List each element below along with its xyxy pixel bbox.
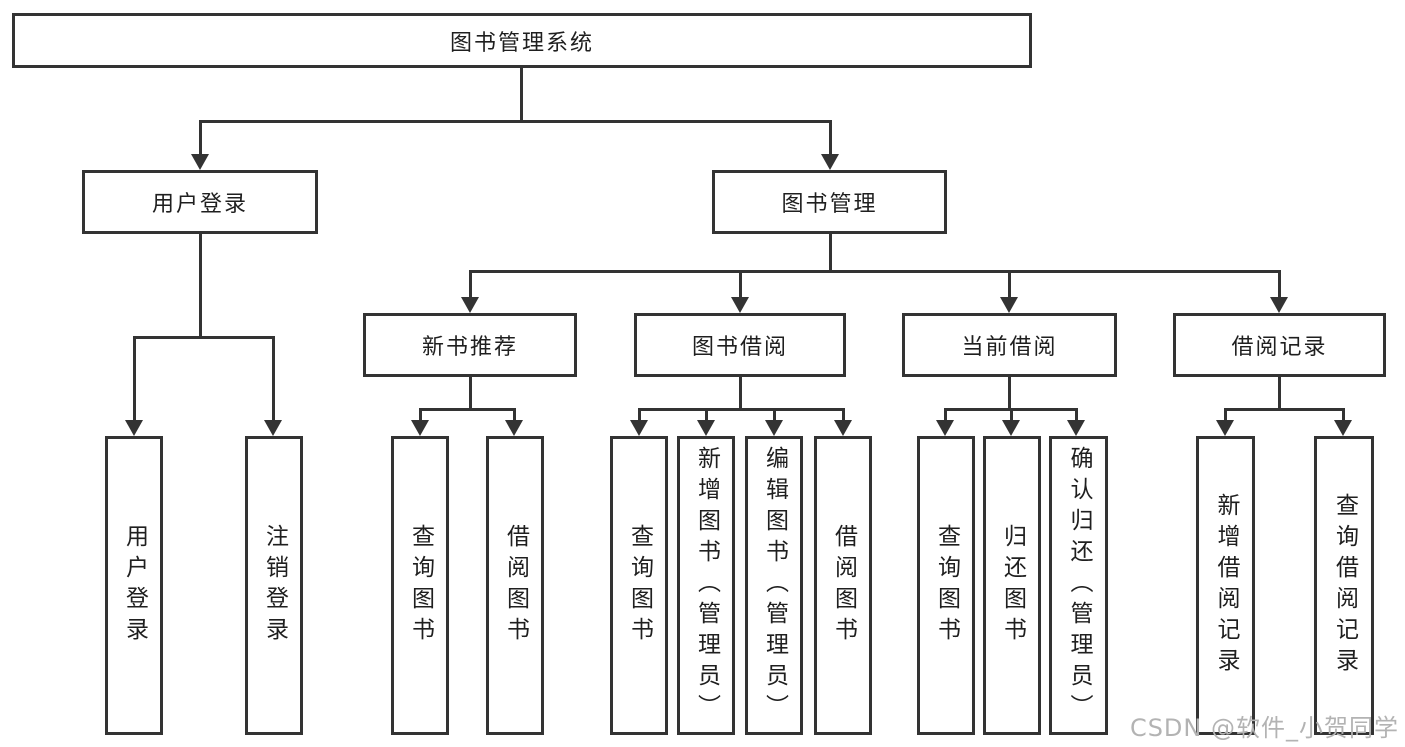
leaf-label: 查询借阅记录 <box>1331 492 1358 679</box>
arrow-down-icon <box>1067 420 1085 436</box>
node-book-borrowing: 图书借阅 <box>634 313 846 377</box>
leaf-query-books-borrowing: 查询图书 <box>610 436 668 735</box>
connector-user-login-stem <box>199 234 202 336</box>
arrow-down-icon <box>697 420 715 436</box>
connector-drop <box>272 336 275 422</box>
arrow-down-icon <box>630 420 648 436</box>
leaf-label: 查询图书 <box>407 523 434 648</box>
leaf-edit-books-admin: 编辑图书（管理员） <box>745 436 803 735</box>
leaf-label: 借阅图书 <box>502 523 529 648</box>
connector-user-login-drop <box>199 120 202 156</box>
leaf-label: 编辑图书（管理员） <box>761 446 788 725</box>
node-borrowing-records: 借阅记录 <box>1173 313 1386 377</box>
leaf-query-borrow-record: 查询借阅记录 <box>1314 436 1374 735</box>
leaf-borrow-books-borrowing: 借阅图书 <box>814 436 872 735</box>
node-label: 借阅记录 <box>1231 335 1328 360</box>
leaf-borrow-books-recommend: 借阅图书 <box>486 436 544 735</box>
leaf-label: 确认归还（管理员） <box>1066 446 1092 725</box>
arrow-down-icon <box>505 420 523 436</box>
node-book-management: 图书管理 <box>712 170 947 234</box>
leaf-label: 新增借阅记录 <box>1213 492 1239 679</box>
arrow-down-icon <box>765 420 783 436</box>
leaf-label: 归还图书 <box>999 523 1026 648</box>
node-current-borrowing: 当前借阅 <box>902 313 1117 377</box>
csdn-watermark: CSDN @软件_小贺同学 <box>1129 714 1399 742</box>
connector-drop <box>513 408 516 422</box>
node-label: 图书管理系统 <box>449 30 594 56</box>
node-label: 图书管理 <box>781 192 878 217</box>
arrow-down-icon <box>125 420 143 436</box>
connector-drop <box>1010 408 1013 422</box>
connector-book-mgmt-stem <box>829 234 832 270</box>
leaf-query-books-recommend: 查询图书 <box>391 436 449 735</box>
connector-user-login-rail <box>133 336 275 339</box>
arrow-down-icon <box>731 297 749 313</box>
connector-stem <box>1278 377 1281 408</box>
connector-book-mgmt-drop <box>829 120 832 156</box>
connector-drop <box>1278 270 1281 299</box>
connector-rail <box>638 408 845 411</box>
leaf-return-books: 归还图书 <box>983 436 1041 735</box>
arrow-down-icon <box>191 154 209 170</box>
leaf-label: 用户登录 <box>121 523 148 648</box>
leaf-logout: 注销登录 <box>245 436 303 735</box>
node-label: 新书推荐 <box>421 335 518 360</box>
connector-drop <box>1224 408 1227 422</box>
node-label: 当前借阅 <box>961 335 1058 360</box>
connector-drop <box>469 270 472 299</box>
connector-drop <box>705 408 708 422</box>
arrow-down-icon <box>1216 420 1234 436</box>
connector-drop <box>638 408 641 422</box>
arrow-down-icon <box>1334 420 1352 436</box>
arrow-down-icon <box>461 297 479 313</box>
node-user-login-branch: 用户登录 <box>82 170 318 234</box>
connector-drop <box>1075 408 1078 422</box>
arrow-down-icon <box>264 420 282 436</box>
connector-drop <box>1342 408 1345 422</box>
connector-stem <box>1008 377 1011 408</box>
connector-drop <box>842 408 845 422</box>
leaf-label: 查询图书 <box>626 523 653 648</box>
connector-level3-rail <box>469 270 1281 273</box>
arrow-down-icon <box>1270 297 1288 313</box>
connector-drop <box>739 270 742 299</box>
leaf-query-books-current: 查询图书 <box>917 436 975 735</box>
leaf-confirm-return-admin: 确认归还（管理员） <box>1049 436 1108 735</box>
leaf-label: 注销登录 <box>261 523 288 648</box>
node-label: 用户登录 <box>151 192 248 217</box>
leaf-label: 查询图书 <box>933 523 960 648</box>
connector-drop <box>133 336 136 422</box>
node-label: 图书借阅 <box>691 335 788 360</box>
connector-level2-rail <box>199 120 831 123</box>
arrow-down-icon <box>821 154 839 170</box>
connector-root-stem <box>520 68 523 120</box>
connector-stem <box>469 377 472 408</box>
leaf-user-login: 用户登录 <box>105 436 163 735</box>
node-new-book-recommend: 新书推荐 <box>363 313 577 377</box>
arrow-down-icon <box>1002 420 1020 436</box>
leaf-add-books-admin: 新增图书（管理员） <box>677 436 735 735</box>
arrow-down-icon <box>936 420 954 436</box>
connector-stem <box>739 377 742 408</box>
leaf-label: 借阅图书 <box>830 523 857 648</box>
leaf-add-borrow-record: 新增借阅记录 <box>1196 436 1255 735</box>
connector-drop <box>773 408 776 422</box>
leaf-label: 新增图书（管理员） <box>693 446 720 725</box>
connector-drop <box>419 408 422 422</box>
connector-rail <box>419 408 516 411</box>
node-book-management-system: 图书管理系统 <box>12 13 1032 68</box>
connector-drop <box>944 408 947 422</box>
arrow-down-icon <box>834 420 852 436</box>
arrow-down-icon <box>1000 297 1018 313</box>
connector-drop <box>1008 270 1011 299</box>
arrow-down-icon <box>411 420 429 436</box>
connector-rail <box>1224 408 1344 411</box>
